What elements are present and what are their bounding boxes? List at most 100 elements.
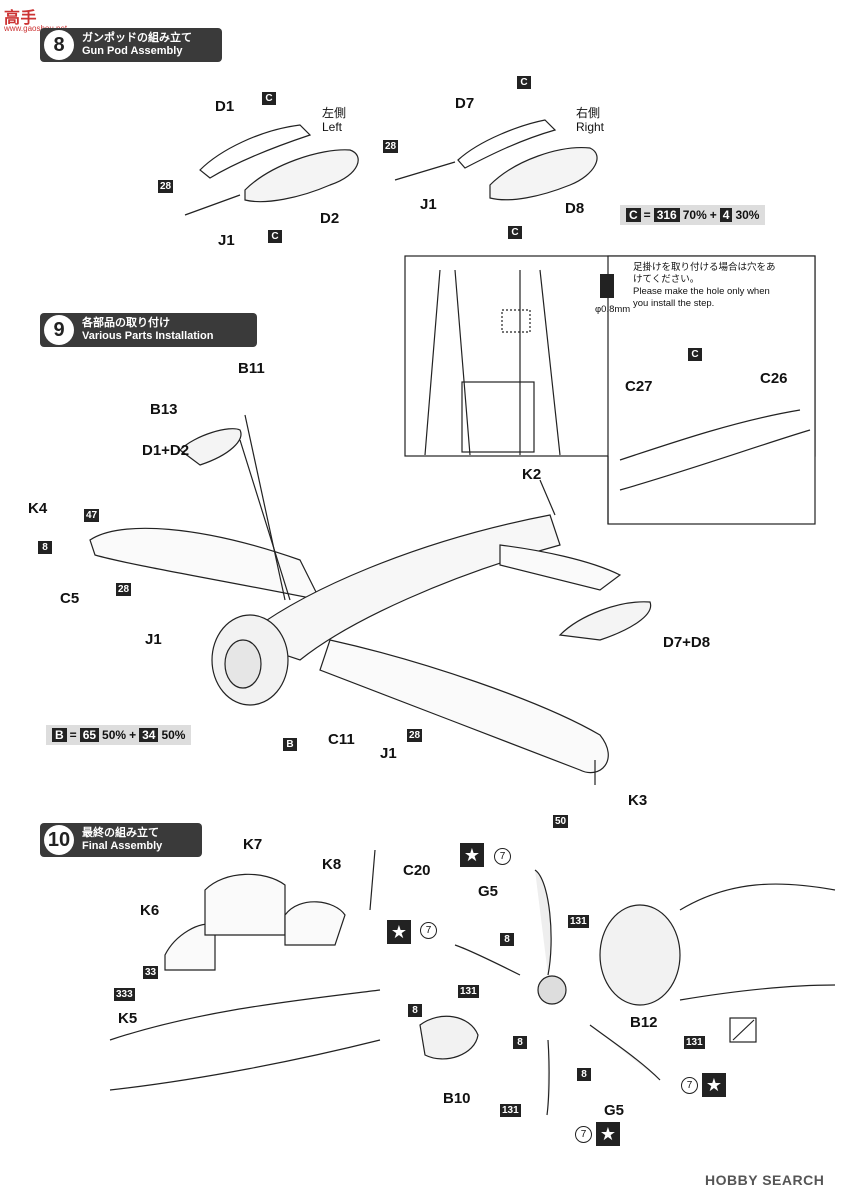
color-28-c: 28 — [116, 583, 132, 596]
pod-d2-shape — [244, 149, 359, 203]
part-k4: K4 — [28, 500, 48, 517]
color-7-d: 7 — [575, 1126, 592, 1143]
color-33: 33 — [143, 966, 159, 979]
part-k8: K8 — [322, 856, 342, 873]
star-mark-1: ★ — [460, 843, 484, 867]
right-en: Right — [576, 120, 605, 134]
part-c5: C5 — [60, 590, 80, 607]
canopy-fuselage — [109, 989, 381, 1091]
canopy-k7 — [204, 873, 286, 936]
color-8-c: 8 — [513, 1036, 527, 1049]
color-8-b: 8 — [408, 1004, 422, 1017]
step8-title-jp: ガンポッドの組み立て — [82, 32, 192, 44]
left-en: Left — [322, 120, 343, 134]
color-7-a: 7 — [494, 848, 511, 865]
step10-title-en: Final Assembly — [82, 840, 163, 852]
part-b13: B13 — [150, 401, 178, 418]
part-c-1: C — [262, 92, 276, 105]
note-jp: 足掛けを取り付ける場合は穴をあけてください。 — [633, 262, 776, 285]
star-mark-4: ★ — [596, 1122, 620, 1146]
part-j1-a: J1 — [218, 232, 235, 249]
color-131-c: 131 — [684, 1036, 705, 1049]
color-333: 333 — [114, 988, 135, 1001]
step8-header: 8 ガンポッドの組み立て Gun Pod Assembly — [40, 28, 222, 62]
part-c-inset: C — [688, 348, 702, 361]
part-b12: B12 — [630, 1014, 658, 1031]
part-c20: C20 — [403, 862, 431, 879]
color-28-d: 28 — [407, 729, 423, 742]
star-mark-2: ★ — [387, 920, 411, 944]
watermark-top-url: www.gaoshou.net — [4, 24, 68, 33]
prop-blade-right — [589, 1024, 661, 1081]
color-7-b: 7 — [420, 922, 437, 939]
prop-blade-left — [454, 944, 521, 976]
part-c27: C27 — [625, 378, 653, 395]
part-b10: B10 — [443, 1090, 471, 1107]
step9-number: 9 — [44, 315, 74, 345]
part-b: B — [283, 738, 297, 751]
step9-title-en: Various Parts Installation — [82, 330, 214, 342]
color-mix-b: B = 65 50% + 34 50% — [46, 725, 192, 745]
color-8-d: 8 — [577, 1068, 591, 1081]
part-k2: K2 — [522, 466, 542, 483]
prop-blade-top — [534, 869, 552, 976]
part-b11: B11 — [238, 360, 265, 377]
canopy-k8 — [284, 901, 346, 946]
aircraft-tail — [499, 544, 622, 591]
step10-title-jp: 最終の組み立て — [82, 827, 159, 839]
color-131-d: 131 — [500, 1104, 521, 1117]
part-k6: K6 — [140, 902, 160, 919]
part-j1-b: J1 — [420, 196, 437, 213]
part-j1-d: J1 — [380, 745, 397, 762]
color-28-a: 28 — [158, 180, 174, 193]
part-c11: C11 — [328, 731, 355, 748]
part-g5-a: G5 — [478, 883, 499, 900]
left-jp: 左側 — [322, 106, 347, 120]
aircraft-fuselage — [238, 514, 561, 661]
aircraft-wing-right — [319, 639, 609, 774]
engine-cowl-final — [599, 904, 681, 1006]
part-d8: D8 — [565, 200, 585, 217]
color-131-b: 131 — [458, 985, 479, 998]
step8-number: 8 — [44, 30, 74, 60]
step9-title-jp: 各部品の取り付け — [82, 317, 170, 329]
watermark-top: 高手 — [4, 10, 38, 27]
part-j1-c: J1 — [145, 631, 162, 648]
part-c-2: C — [268, 230, 282, 243]
color-mix-c: C = 316 70% + 4 30% — [620, 205, 766, 225]
part-c26: C26 — [760, 370, 788, 387]
right-jp: 右側 — [576, 106, 601, 120]
step10-header: 10 最終の組み立て Final Assembly — [40, 823, 202, 857]
part-c-3: C — [517, 76, 531, 89]
part-k3: K3 — [628, 792, 648, 809]
part-d1: D1 — [215, 98, 235, 115]
star-mark-3: ★ — [702, 1073, 726, 1097]
part-c-4: C — [508, 226, 522, 239]
part-k5: K5 — [118, 1010, 138, 1027]
part-g5-b: G5 — [604, 1102, 625, 1119]
watermark-bottom: HOBBY SEARCH — [705, 1172, 825, 1188]
part-k7: K7 — [243, 836, 263, 853]
step10-number: 10 — [44, 825, 74, 855]
drill-icon — [600, 274, 614, 298]
color-7-c: 7 — [681, 1077, 698, 1094]
color-8-a: 8 — [500, 933, 514, 946]
note-en: Please make the hole only when you insta… — [633, 286, 770, 309]
part-d1d2: D1+D2 — [142, 442, 190, 459]
step8-title-en: Gun Pod Assembly — [82, 45, 183, 57]
pod-d1-shape — [199, 124, 312, 179]
color-131-a: 131 — [568, 915, 589, 928]
part-d2: D2 — [320, 210, 340, 227]
color-50: 50 — [553, 815, 569, 828]
prop-hub — [537, 975, 567, 1005]
spinner-b10 — [419, 1015, 479, 1060]
canopy-k6 — [164, 923, 216, 971]
color-28-b: 28 — [383, 140, 399, 153]
color-8: 8 — [38, 541, 52, 554]
part-d7d8: D7+D8 — [663, 634, 711, 651]
part-d7: D7 — [455, 95, 475, 112]
color-47: 47 — [84, 509, 100, 522]
drill-size: φ0.8mm — [595, 304, 631, 315]
prop-blade-bottom — [546, 1039, 550, 1116]
